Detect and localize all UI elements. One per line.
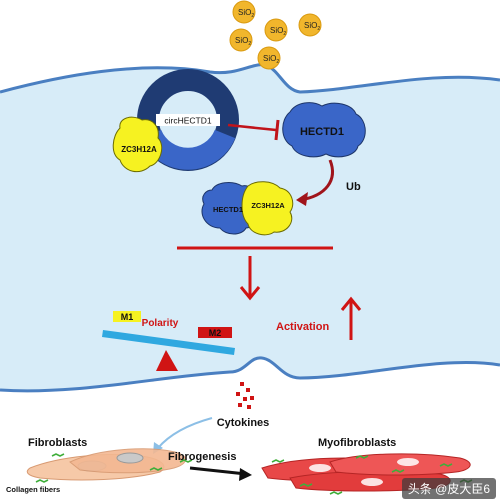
cytokines-label: Cytokines — [217, 417, 270, 429]
watermark-text: 头条 @皮大臣6 — [407, 482, 490, 496]
polarity-label: Polarity — [142, 318, 179, 329]
sio2-particle: SiO2 — [257, 46, 281, 70]
m1-box — [113, 311, 141, 322]
cytokine-to-fibroblast-arrow — [153, 417, 213, 454]
svg-text:SiO2: SiO2 — [270, 26, 286, 37]
watermark: 头条 @皮大臣6 — [401, 478, 496, 499]
sio2-particle: SiO2 — [229, 28, 253, 52]
sio2-particle: SiO2 — [264, 18, 288, 42]
svg-text:M1: M1 — [121, 312, 134, 322]
fibrogenesis-arrow: Fibrogenesis — [168, 451, 252, 481]
m2-box — [198, 327, 232, 338]
down-arrow — [239, 256, 261, 301]
svg-text:SiO2: SiO2 — [235, 36, 251, 47]
fibroblast-cells — [26, 448, 193, 483]
collagen-fiber — [355, 455, 369, 459]
svg-text:HECTD1: HECTD1 — [213, 205, 243, 214]
activation-label: Activation — [276, 321, 329, 333]
bottom-membrane — [0, 356, 500, 393]
svg-text:SiO2: SiO2 — [304, 21, 320, 32]
collagen-fiber — [271, 459, 285, 463]
svg-text:SiO2: SiO2 — [263, 54, 279, 65]
sio2-particle: SiO2 — [298, 13, 322, 37]
collagen-fibers-label: Collagen fibers — [6, 485, 60, 494]
cytokine-particles — [236, 382, 254, 409]
fibroblasts-label: Fibroblasts — [28, 437, 87, 449]
fibrogenesis-label: Fibrogenesis — [168, 451, 236, 463]
myofibroblasts-label: Myofibroblasts — [318, 437, 396, 449]
ubiquitination-arrow: Ub — [296, 159, 361, 206]
collagen-fiber — [299, 483, 313, 487]
balance-fulcrum — [156, 350, 178, 371]
collagen-fiber — [51, 453, 65, 457]
collagen-fiber — [439, 463, 453, 467]
collagen-fiber — [391, 469, 405, 473]
zc3h12a-on-circ: ZC3H12A — [112, 116, 163, 173]
polarity-balance: M1 Polarity M2 — [102, 311, 235, 371]
collagen-fiber — [35, 479, 49, 483]
balance-beam — [102, 330, 235, 355]
hectd1-protein: HECTD1 — [282, 102, 366, 158]
svg-text:M2: M2 — [209, 328, 222, 338]
hectd1-zc3h12a-complex: HECTD1 ZC3H12A — [201, 181, 294, 236]
collagen-fiber — [149, 467, 163, 471]
activation-indicator: Activation — [276, 296, 362, 340]
hectd1-label: HECTD1 — [300, 126, 344, 138]
svg-text:ZC3H12A: ZC3H12A — [121, 145, 157, 154]
sio2-particles: SiO2 SiO2 SiO2 SiO2 SiO2 — [229, 0, 322, 70]
collagen-fiber — [179, 459, 193, 463]
inhibition-arrow — [227, 119, 280, 141]
collagen-fiber — [329, 491, 343, 495]
ub-label: Ub — [346, 181, 361, 193]
svg-text:SiO2: SiO2 — [238, 8, 254, 19]
sio2-particle: SiO2 — [232, 0, 256, 24]
circhectd1-label: circHECTD1 — [164, 116, 211, 126]
svg-text:ZC3H12A: ZC3H12A — [251, 201, 285, 210]
